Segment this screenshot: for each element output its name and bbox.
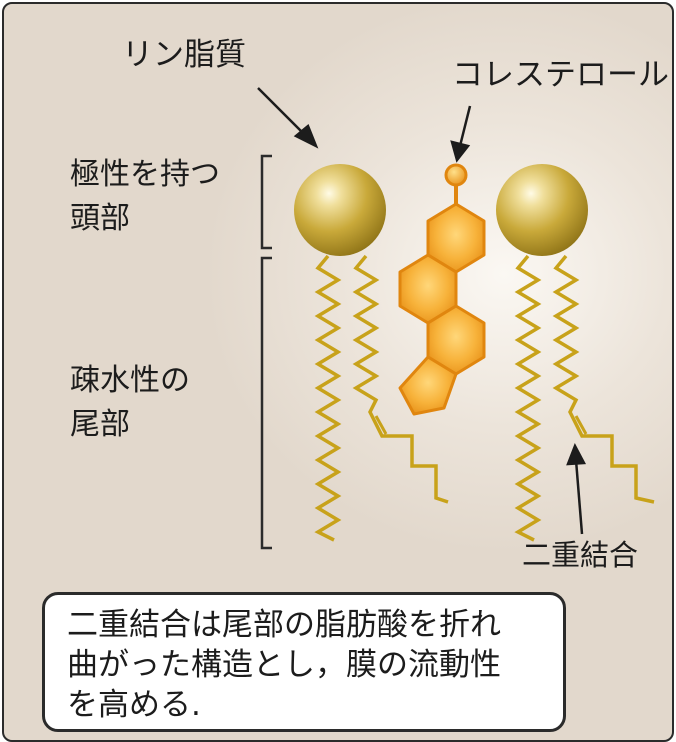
- cholesterol-ring-4: [398, 355, 458, 416]
- hydrophobic-tail-label-line2: 尾部: [70, 407, 130, 442]
- cholesterol-label: コレステロール: [452, 57, 669, 93]
- hydrophobic-tail-label-line1: 疎水性の: [70, 363, 190, 398]
- cholesterol-arrow: [450, 105, 472, 163]
- polar-head-label-line1: 極性を持つ: [70, 157, 220, 192]
- tail-left-1: [314, 254, 342, 542]
- head-bracket: [260, 154, 272, 250]
- cholesterol-molecule: [398, 163, 486, 416]
- double-bond-marks: [374, 415, 588, 435]
- tail-right-1: [514, 254, 542, 542]
- explanation-note-box: 二重結合は尾部の脂肪酸を折れ 曲がった構造とし，膜の流動性 を高める.: [42, 592, 566, 732]
- phospholipid-head-right: [496, 164, 588, 256]
- phospholipid-arrow: [257, 87, 319, 149]
- phospholipid-head-left: [294, 164, 386, 256]
- tail-left-2: [352, 254, 449, 504]
- tail-bracket: [260, 256, 272, 550]
- note-line-2: 曲がった構造とし，膜の流動性: [67, 647, 501, 683]
- tail-right-2: [552, 254, 655, 504]
- cholesterol-oh-group: [444, 163, 468, 187]
- note-line-3: を高める.: [67, 687, 201, 723]
- phospholipid-label: リン脂質: [122, 37, 246, 73]
- polar-head-label-line2: 頭部: [70, 201, 130, 236]
- note-line-1: 二重結合は尾部の脂肪酸を折れ: [67, 607, 501, 643]
- membrane-diagram: [257, 87, 655, 550]
- double-bond-label: 二重結合: [522, 538, 639, 572]
- double-bond-arrow: [566, 442, 587, 535]
- fatty-acid-tails: [314, 254, 655, 542]
